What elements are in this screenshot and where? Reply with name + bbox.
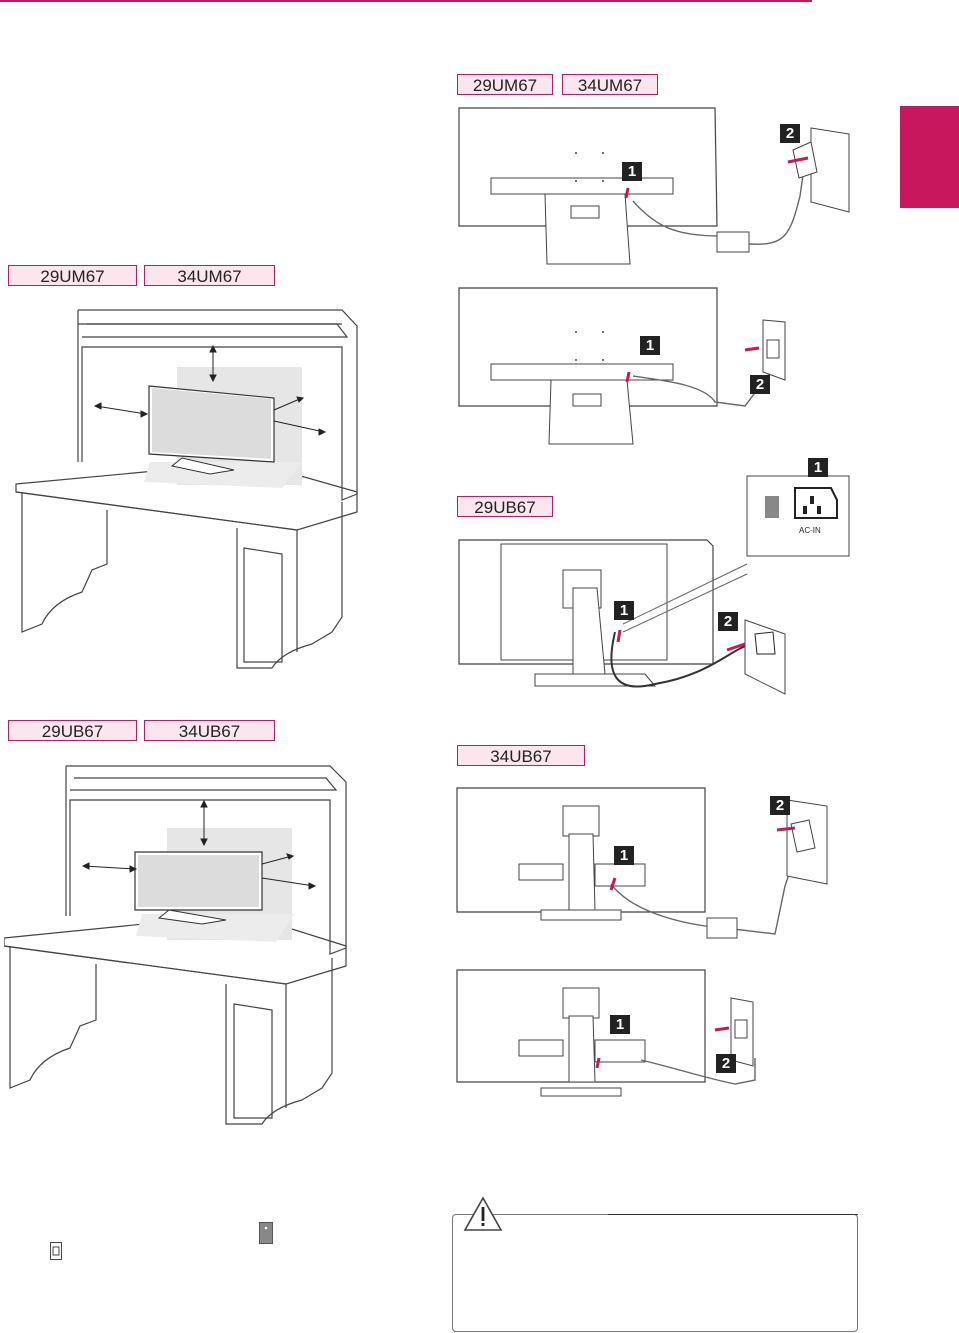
desk-clearance-illustration-um (15, 309, 358, 669)
model-tag-34ub67-right: 34UB67 (457, 745, 585, 766)
model-tag-34um67: 34UM67 (562, 74, 658, 95)
model-tag-29um67-left: 29UM67 (8, 265, 137, 286)
caution-box (452, 1214, 858, 1332)
step-1-badge: 1 (614, 601, 634, 620)
step-2-badge: 2 (780, 124, 800, 143)
29ub67-rear-connection-illustration: AC-IN (458, 475, 850, 695)
model-tag-29ub67-left: 29UB67 (8, 720, 137, 741)
step-2-badge: 2 (718, 612, 738, 631)
warning-triangle-icon (463, 1196, 503, 1231)
um-rear-adapter-connection-illustration (458, 107, 850, 265)
step-2-badge: 2 (716, 1054, 736, 1073)
step-1-badge: 1 (622, 162, 642, 181)
model-tag-29ub67-right: 29UB67 (457, 496, 553, 517)
model-tag-34um67-left: 34UM67 (144, 265, 275, 286)
34ub67-rear-direct-connection-illustration (456, 969, 756, 1097)
um-rear-direct-connection-illustration (458, 287, 786, 445)
caution-header-line (608, 1214, 858, 1215)
step-2-badge: 2 (770, 796, 790, 815)
step-2-badge: 2 (750, 375, 770, 394)
wall-outlet-icon (50, 1242, 62, 1260)
step-1-badge: 1 (610, 1015, 630, 1034)
step-1-badge: 1 (808, 458, 828, 477)
model-tag-29um67: 29UM67 (457, 74, 553, 95)
header-accent-line (0, 0, 812, 2)
language-side-tab (900, 106, 959, 208)
ac-in-label: AC-IN (799, 526, 821, 535)
34ub67-rear-adapter-connection-illustration (456, 787, 828, 939)
step-1-badge: 1 (614, 846, 634, 865)
model-tag-34ub67-left: 34UB67 (144, 720, 275, 741)
step-1-badge: 1 (640, 336, 660, 355)
power-switch-icon (259, 1222, 273, 1244)
desk-clearance-illustration-ub (4, 765, 347, 1125)
